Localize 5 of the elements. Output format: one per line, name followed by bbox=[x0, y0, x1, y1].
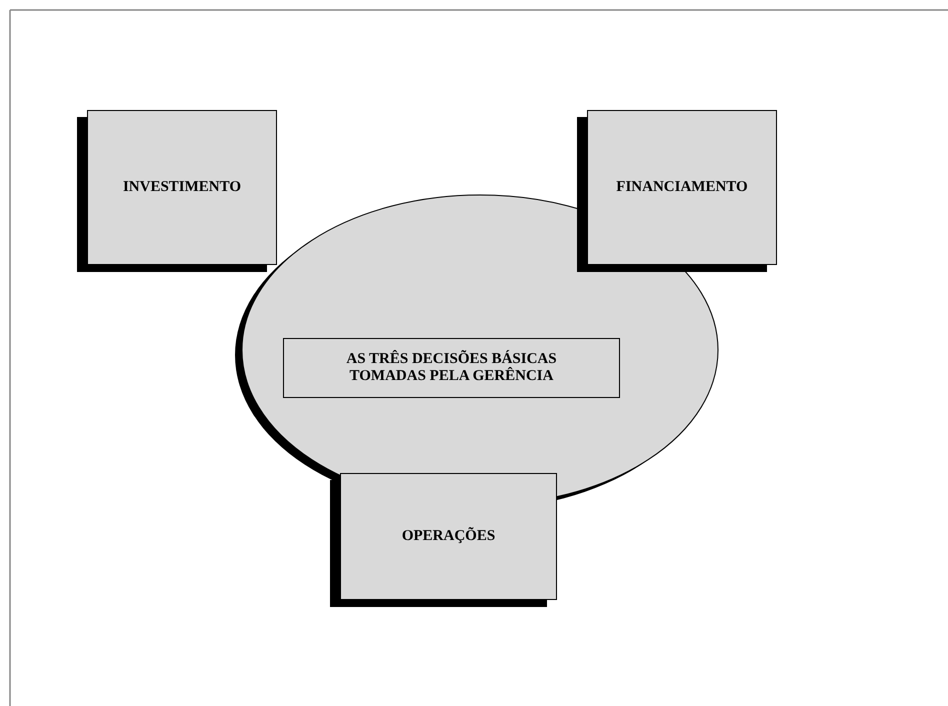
node-label: INVESTIMENTO bbox=[122, 179, 242, 196]
node-label: AS TRÊS DECISÕES BÁSICAS TOMADAS PELA GERÊNCIA bbox=[345, 351, 558, 385]
node-label: FINANCIAMENTO bbox=[616, 179, 748, 196]
node-label: OPERAÇÕES bbox=[402, 528, 496, 545]
text-box bbox=[283, 338, 620, 398]
